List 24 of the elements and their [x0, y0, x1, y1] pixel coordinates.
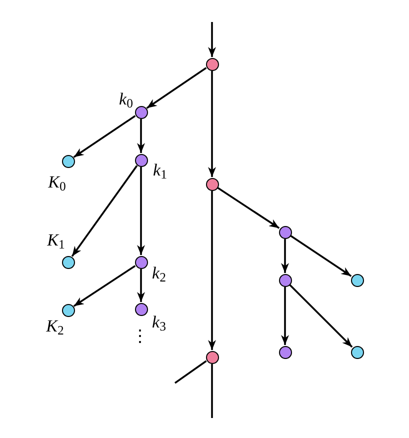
vertical-ellipsis: ⋮	[132, 328, 148, 346]
line	[174, 360, 207, 384]
line	[211, 364, 213, 418]
arrow	[73, 115, 136, 158]
arrow	[137, 119, 145, 153]
arrow	[289, 284, 353, 348]
node-label: k$_{2}$	[152, 264, 166, 282]
arrow	[71, 165, 138, 257]
node-label: k$_{1}$	[153, 162, 167, 178]
node-label: K$_{1}$	[47, 232, 65, 248]
node-label: K$_{0}$	[48, 174, 66, 190]
arrow	[208, 191, 216, 350]
arrow	[137, 167, 145, 255]
node-label: k$_{0}$	[119, 90, 133, 108]
arrow	[208, 22, 216, 57]
arrow	[73, 265, 136, 307]
arrow	[137, 269, 145, 302]
arrow	[146, 67, 207, 109]
arrow	[281, 287, 289, 345]
arrow	[290, 235, 352, 277]
arrow	[281, 239, 289, 273]
node-label: K$_{2}$	[46, 318, 64, 334]
node-label: k$_{3}$	[152, 314, 166, 330]
arrow	[208, 71, 216, 177]
